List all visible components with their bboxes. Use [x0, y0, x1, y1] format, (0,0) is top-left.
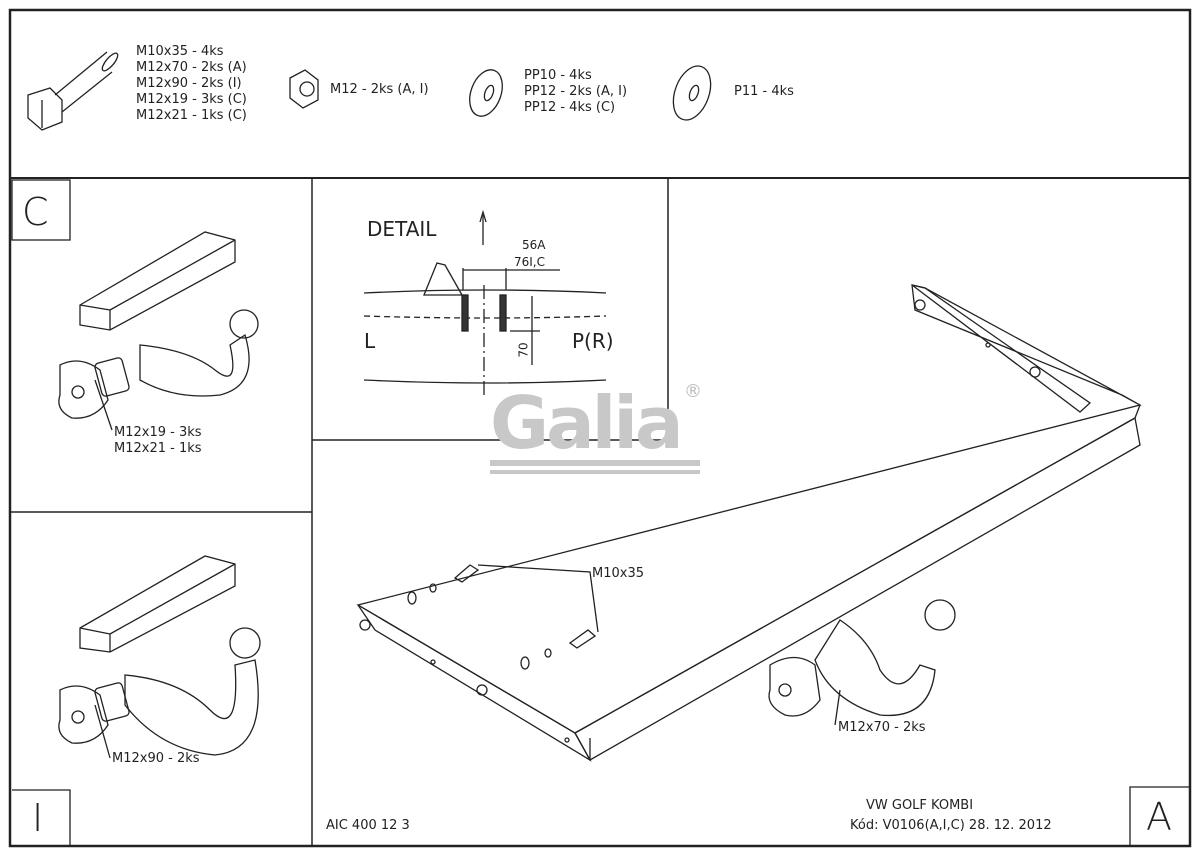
galia-logo-watermark: Galia [490, 381, 684, 465]
large-washer-icon [672, 65, 712, 121]
variant-c-letter: C [22, 190, 49, 234]
variant-a-crossbar-sketch [356, 284, 1142, 762]
variant-a-letter: A [1146, 795, 1172, 839]
large-washer-label: P11 - 4ks [734, 84, 794, 99]
detail-frame [312, 178, 669, 441]
detail-title: DETAIL [367, 217, 437, 241]
product-code: AIC 400 12 3 [326, 818, 410, 833]
variant-c-labels: M12x19 - 3ks M12x21 - 1ks [114, 425, 202, 457]
variant-a-bolt-label: M10x35 [592, 566, 644, 581]
nut-label: M12 - 2ks (A, I) [330, 82, 429, 97]
vehicle-name: VW GOLF KOMBI [866, 798, 974, 813]
variant-c-box [11, 179, 71, 241]
variant-c-leader [94, 379, 113, 431]
detail-diagram [363, 209, 607, 396]
outer-frame [8, 8, 1192, 848]
variant-c-label: M12x19 - 3ks [114, 425, 202, 440]
detail-dim-bottom: 76I,C [514, 255, 546, 269]
bolt-item: M12x19 - 3ks (C) [136, 92, 247, 107]
variant-i-leader [94, 704, 111, 759]
variant-i-label: M12x90 - 2ks [112, 751, 200, 766]
detail-dim-top: 56A [522, 238, 546, 252]
variant-i-hitch-sketch [58, 555, 261, 756]
bolt-item: M10x35 - 4ks [136, 44, 224, 59]
washer-item: PP12 - 2ks (A, I) [524, 84, 628, 99]
bolt-item: M12x70 - 2ks (A) [136, 60, 247, 75]
detail-dim-vertical: 70 [516, 342, 531, 358]
variant-a-box [1129, 786, 1190, 846]
bolt-item: M12x90 - 2ks (I) [136, 76, 242, 91]
detail-right-label: P(R) [572, 329, 614, 353]
nut-icon [289, 69, 319, 109]
variant-a-ball-label: M12x70 - 2ks [838, 720, 926, 735]
variant-i-letter: I [32, 796, 44, 840]
small-washer-icon [469, 69, 503, 117]
variant-c-label: M12x21 - 1ks [114, 441, 202, 456]
registered-mark: ® [684, 381, 702, 402]
variant-c-hitch-sketch [58, 231, 259, 419]
variant-i-box [12, 789, 71, 846]
galia-watermark [490, 460, 700, 474]
small-washer-list: PP10 - 4ks PP12 - 2ks (A, I) PP12 - 4ks … [524, 68, 627, 116]
bolt-item: M12x21 - 1ks (C) [136, 108, 247, 123]
washer-item: PP12 - 4ks (C) [524, 100, 616, 115]
kod-and-date: Kód: V0106(A,I,C) 28. 12. 2012 [850, 818, 1052, 833]
washer-item: PP10 - 4ks [524, 68, 592, 83]
bolt-list: M10x35 - 4ks M12x70 - 2ks (A) M12x90 - 2… [136, 44, 247, 124]
detail-left-label: L [364, 329, 376, 353]
bolt-icon [27, 51, 119, 131]
